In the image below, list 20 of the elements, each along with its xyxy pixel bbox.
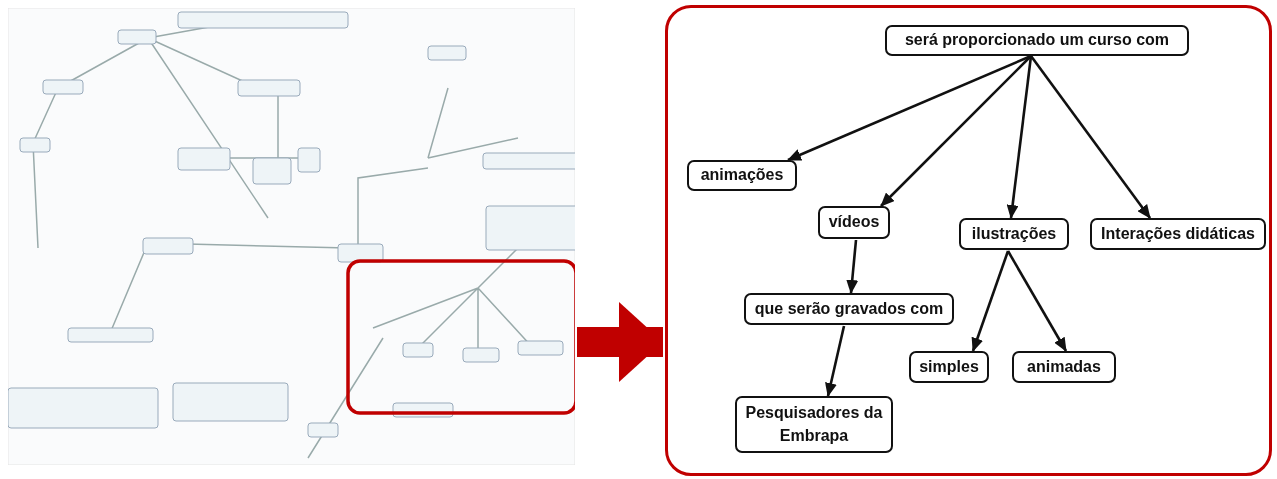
arrow [971,250,1010,352]
block-arrow [577,302,663,382]
arrow [846,239,859,294]
arrow [1029,55,1152,219]
arrow [1006,250,1068,352]
concept-box: animações [687,160,797,191]
concept-box: que serão gravados com [744,293,954,325]
arrow [825,325,846,397]
arrow [787,54,1032,162]
arrow [1006,55,1033,219]
concept-box: ilustrações [959,218,1069,250]
concept-box: Pesquisadores da Embrapa [735,396,893,453]
concept-box: animadas [1012,351,1116,383]
concept-box: será proporcionado um curso com [885,25,1189,56]
highlight-frame [665,5,1272,476]
concept-box: vídeos [818,206,890,239]
concept-box: simples [909,351,989,383]
picture [8,8,575,465]
arrow [880,55,1032,207]
concept-box: Interações didáticas [1090,218,1266,250]
